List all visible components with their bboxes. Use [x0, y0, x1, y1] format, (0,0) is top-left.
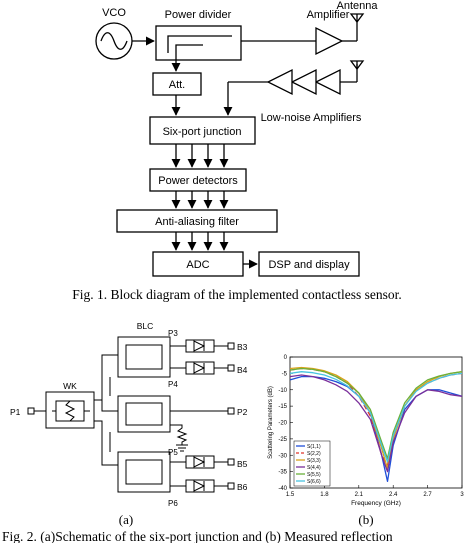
anti-aliasing-label: Anti-aliasing filter [155, 216, 239, 228]
x-tick-label: 2.4 [389, 492, 398, 498]
six-port-block [149, 116, 256, 145]
y-tick-label: -20 [278, 421, 287, 427]
att-block [152, 72, 202, 96]
fig1-caption: Fig. 1. Block diagram of the implemented… [72, 287, 402, 302]
adc-label: ADC [186, 259, 209, 271]
wk-resistor-icon [64, 400, 76, 422]
fig2b-plot: 1.5 1.8 2.1 2.4 2.7 3 0 -5 -10 -15 -20 -25 -30 -35 -40… [268, 355, 464, 507]
y-tick-label: -25 [278, 437, 287, 443]
y-tick-label: 0 [284, 355, 288, 361]
y-tick-label: -35 [278, 470, 287, 476]
diode-b4-box [185, 361, 215, 375]
lna-label: Low-noise Amplifiers [261, 112, 362, 124]
power-divider-label: Power divider [165, 9, 232, 21]
ground-icon [176, 444, 188, 452]
wk-block [45, 391, 95, 429]
legend-box [293, 440, 331, 487]
six-port-label: Six-port junction [163, 126, 242, 138]
fig2-caption: Fig. 2. (a)Schematic of the six-port jun… [2, 529, 393, 543]
series-line-4 [289, 374, 463, 473]
divider-trace-outer [167, 35, 232, 53]
blc-label: BLC [137, 321, 154, 331]
diode-b6-box [185, 479, 215, 493]
amplifier-triangle [315, 26, 344, 56]
x-tick-label: 3 [460, 492, 464, 498]
lna-triangle-2 [290, 68, 317, 96]
divider-trace-inner [175, 44, 203, 53]
wk-label: WK [63, 381, 77, 391]
power-detectors-block [149, 168, 247, 192]
output-b3-label: B3 [237, 342, 248, 352]
fig2a-label: (a) [119, 512, 133, 527]
x-axis-label: Frequency (GHz) [351, 500, 401, 507]
anti-aliasing-block [116, 209, 278, 233]
diode-b5-icon [193, 456, 206, 468]
port-p2-label: P2 [237, 407, 248, 417]
port-p3-label: P3 [168, 329, 178, 338]
legend-entry-5: S(5,5) [307, 472, 321, 478]
y-tick-label: -5 [282, 371, 288, 377]
vco-label: VCO [102, 7, 126, 19]
lna-triangle-1 [314, 68, 341, 96]
output-b6-label: B6 [237, 482, 248, 492]
legend-entry-2: S(2,2) [307, 451, 321, 457]
series-line-5 [289, 367, 463, 460]
y-tick-label: -10 [278, 388, 287, 394]
x-tick-label: 1.8 [320, 492, 329, 498]
dsp-block [258, 251, 360, 277]
output-b4-label: B4 [237, 365, 248, 375]
diode-b3-icon [193, 340, 206, 352]
fig1-block-diagram: VCO Power divider Amplifier Antenna Att.… [95, 0, 379, 277]
x-tick-label: 2.1 [355, 492, 364, 498]
diode-b3-box [185, 339, 215, 353]
diode-b4-icon [193, 362, 206, 374]
power-detectors-label: Power detectors [158, 175, 238, 187]
series-line-6 [289, 371, 463, 463]
power-divider-block [155, 25, 242, 61]
diode-b6-icon [193, 480, 206, 492]
output-b5-label: B5 [237, 459, 248, 469]
port-p6-label: P6 [168, 499, 178, 508]
fig2b-label: (b) [358, 512, 373, 527]
legend-entry-4: S(4,4) [307, 465, 321, 471]
y-axis-label: Scattering Parameters (dB) [268, 386, 274, 459]
blc-bottom [117, 451, 171, 493]
x-tick-label: 1.5 [286, 492, 295, 498]
blc-top [117, 336, 171, 378]
x-tick-label: 2.7 [423, 492, 432, 498]
y-tick-label: -15 [278, 404, 287, 410]
lna-triangle-3 [266, 68, 293, 96]
antenna-label: Antenna [337, 0, 379, 12]
legend-entry-1: S(1,1) [307, 444, 321, 450]
amplifier-label: Amplifier [307, 9, 350, 21]
legend-entry-3: S(3,3) [307, 458, 321, 464]
blc-middle [117, 395, 171, 433]
port-p1-label: P1 [10, 407, 21, 417]
load-resistor-icon [170, 424, 188, 445]
diode-b5-box [185, 455, 215, 469]
vco-block [95, 22, 133, 60]
legend-entry-6: S(6,6) [307, 479, 321, 485]
fig2a-schematic: P1 WK BLC P3 [10, 321, 248, 508]
att-label: Att. [169, 79, 186, 91]
port-p5-label: P5 [168, 448, 178, 457]
y-tick-label: -30 [278, 453, 287, 459]
port-p1-terminal [27, 407, 35, 415]
dsp-label: DSP and display [268, 259, 350, 271]
port-p4-label: P4 [168, 380, 178, 389]
y-tick-label: -40 [278, 486, 287, 492]
series-line-3 [289, 366, 463, 470]
